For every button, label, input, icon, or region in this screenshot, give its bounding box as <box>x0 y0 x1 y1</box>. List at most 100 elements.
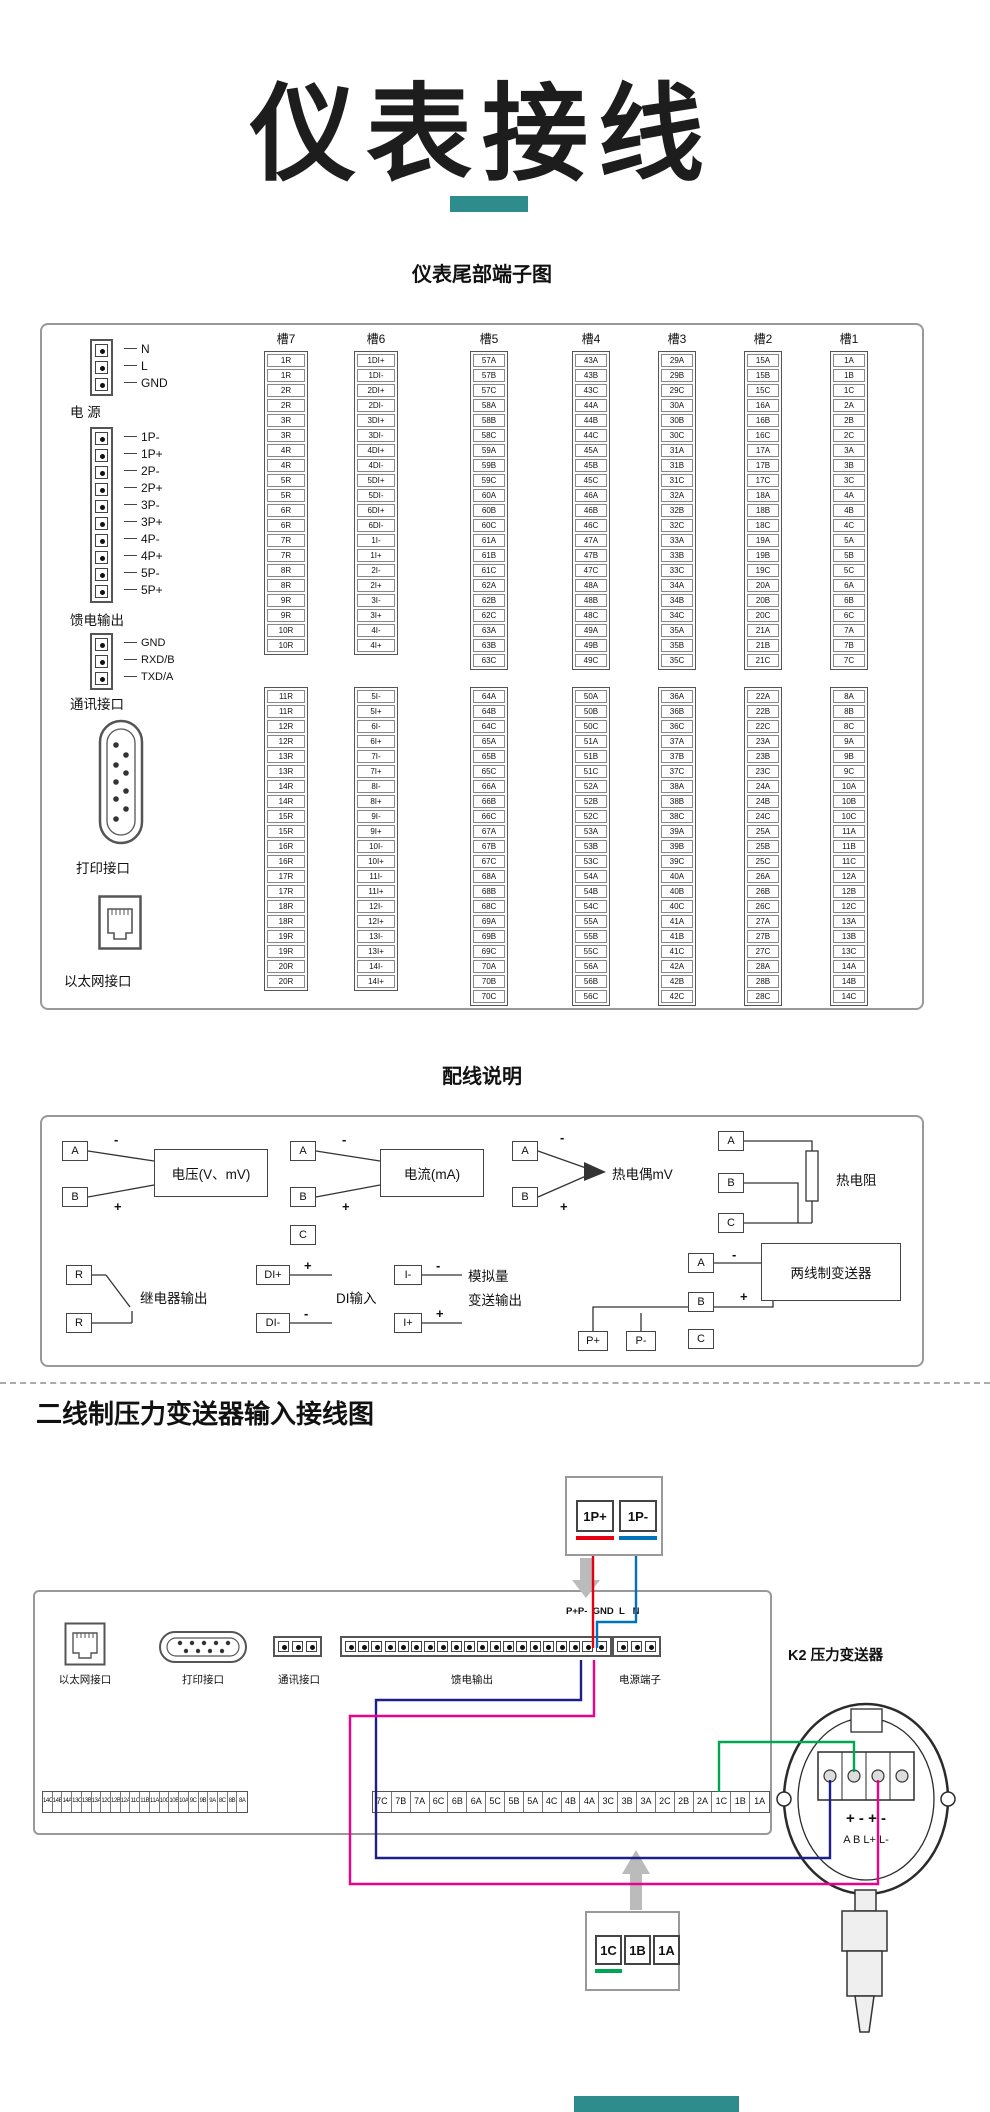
pin-signs: + - + - <box>846 1810 886 1827</box>
terminal-cell: 47A <box>575 534 607 547</box>
instrument-rear-panel: 以太网接口 打印接口 通讯接口 馈电输出 P+P- GND L N 电源端子 1… <box>33 1590 772 1835</box>
feed-terminal-label: 3P+ <box>124 513 163 530</box>
terminal-cell: 53A <box>575 825 607 838</box>
terminal-cell: 19B <box>747 549 779 562</box>
terminal-cell: 3A <box>637 1792 656 1812</box>
two-wire-transmitter-box: 两线制变送器 <box>761 1243 901 1301</box>
terminal-cell: 23B <box>747 750 779 763</box>
voltage-terminal-a: A <box>62 1141 88 1161</box>
terminal-cell: 13I- <box>357 930 395 943</box>
feed-terminal-label: 1P- <box>124 428 163 445</box>
terminal-cell: 42B <box>661 975 693 988</box>
ethernet-section-label: 以太网接口 <box>64 974 132 989</box>
terminal-cell: 6A <box>467 1792 487 1812</box>
terminal-cell: 49B <box>575 639 607 652</box>
minus-sign: - <box>342 1132 347 1147</box>
terminal-cell: 4R <box>267 444 305 457</box>
terminal-cell: 57A <box>473 354 505 367</box>
terminal-cell: 16R <box>267 855 305 868</box>
rtd-terminal-a: A <box>718 1131 744 1151</box>
terminal-cell: 2A <box>833 399 865 412</box>
terminal-cell: 29C <box>661 384 693 397</box>
terminal-cell: 64A <box>473 690 505 703</box>
terminal-cell: 34C <box>661 609 693 622</box>
terminal-cell: 47B <box>575 549 607 562</box>
terminal-cell: 41B <box>661 930 693 943</box>
terminal-cell: 27A <box>747 915 779 928</box>
terminal-cell: 22C <box>747 720 779 733</box>
terminal-cell: 17A <box>747 444 779 457</box>
terminal-screw <box>490 1641 502 1652</box>
terminal-cell: 29A <box>661 354 693 367</box>
terminal-cell: 70B <box>473 975 505 988</box>
terminal-cell: 52B <box>575 795 607 808</box>
terminal-cell: 50C <box>575 720 607 733</box>
slot-name: 槽7 <box>276 332 296 346</box>
terminal-cell: 38A <box>661 780 693 793</box>
feed-terminal-label: 5P- <box>124 564 163 581</box>
terminal-cell: 6DI+ <box>357 504 395 517</box>
terminal-cell: 16R <box>267 840 305 853</box>
terminal-cell: 69B <box>473 930 505 943</box>
terminal-cell: 7R <box>267 534 305 547</box>
terminal-cell: 28B <box>747 975 779 988</box>
terminal-cell: 3I- <box>357 594 395 607</box>
terminal-cell: 49A <box>575 624 607 637</box>
terminal-cell: 14R <box>267 780 305 793</box>
terminal-cell: 62C <box>473 609 505 622</box>
plus-sign: + <box>304 1258 312 1273</box>
terminal-cell: 5DI- <box>357 489 395 502</box>
terminal-cell: 26C <box>747 900 779 913</box>
terminal-screw <box>278 1641 289 1652</box>
transmitter-label: K2 压力变送器 <box>788 1648 884 1664</box>
terminal-cell: 17C <box>747 474 779 487</box>
terminal-cell: 36A <box>661 690 693 703</box>
minus-sign: - <box>304 1306 309 1321</box>
terminal-cell: 12A <box>121 1792 131 1812</box>
tw-terminal-pminus: P- <box>626 1331 656 1351</box>
terminal-cell: 32C <box>661 519 693 532</box>
terminal-cell: 67C <box>473 855 505 868</box>
slot-name: 槽6 <box>366 332 386 346</box>
terminal-cell: 2C <box>656 1792 675 1812</box>
terminal-screw <box>397 1641 409 1652</box>
feed-terminal-label: 3P- <box>124 496 163 513</box>
terminal-cell: 7I- <box>357 750 395 763</box>
terminal-cell: 56A <box>575 960 607 973</box>
terminal-cell: 1I- <box>357 534 395 547</box>
terminal-cell: 7A <box>411 1792 430 1812</box>
tc-terminal-b: B <box>512 1187 538 1207</box>
terminal-cell: 3C <box>833 474 865 487</box>
di-terminal-minus: DI- <box>256 1313 290 1333</box>
terminal-cell: 8R <box>267 564 305 577</box>
power-terminal-label: GND <box>124 374 168 391</box>
terminal-cell: 11A <box>150 1792 160 1812</box>
di-label: DI输入 <box>336 1291 377 1306</box>
blue-wire-mark <box>619 1536 657 1540</box>
terminal-cell: 9I+ <box>357 825 395 838</box>
terminal-cell: 56C <box>575 990 607 1003</box>
terminal-cell: 30C <box>661 429 693 442</box>
terminal-cell: 2I- <box>357 564 395 577</box>
feed-terminal-label: 1P+ <box>124 445 163 462</box>
terminal-cell: 19C <box>747 564 779 577</box>
terminal-cell: 45B <box>575 459 607 472</box>
terminal-screw <box>503 1641 515 1652</box>
side-bolt-icon <box>940 1791 956 1807</box>
terminal-cell: 9B <box>833 750 865 763</box>
terminal-cell: 11C <box>130 1792 141 1812</box>
page-title: 仪表接线 <box>250 76 714 194</box>
terminal-screw <box>437 1641 449 1652</box>
terminal-cell: 68C <box>473 900 505 913</box>
channel1-connector-box: 1C 1B 1A <box>585 1911 680 1991</box>
terminal-cell: 33A <box>661 534 693 547</box>
terminal-cell: 68B <box>473 885 505 898</box>
terminal-screw <box>95 534 108 547</box>
terminal-cell: 3A <box>833 444 865 457</box>
terminal-cell: 42C <box>661 990 693 1003</box>
comm-connector-icon <box>90 633 113 690</box>
